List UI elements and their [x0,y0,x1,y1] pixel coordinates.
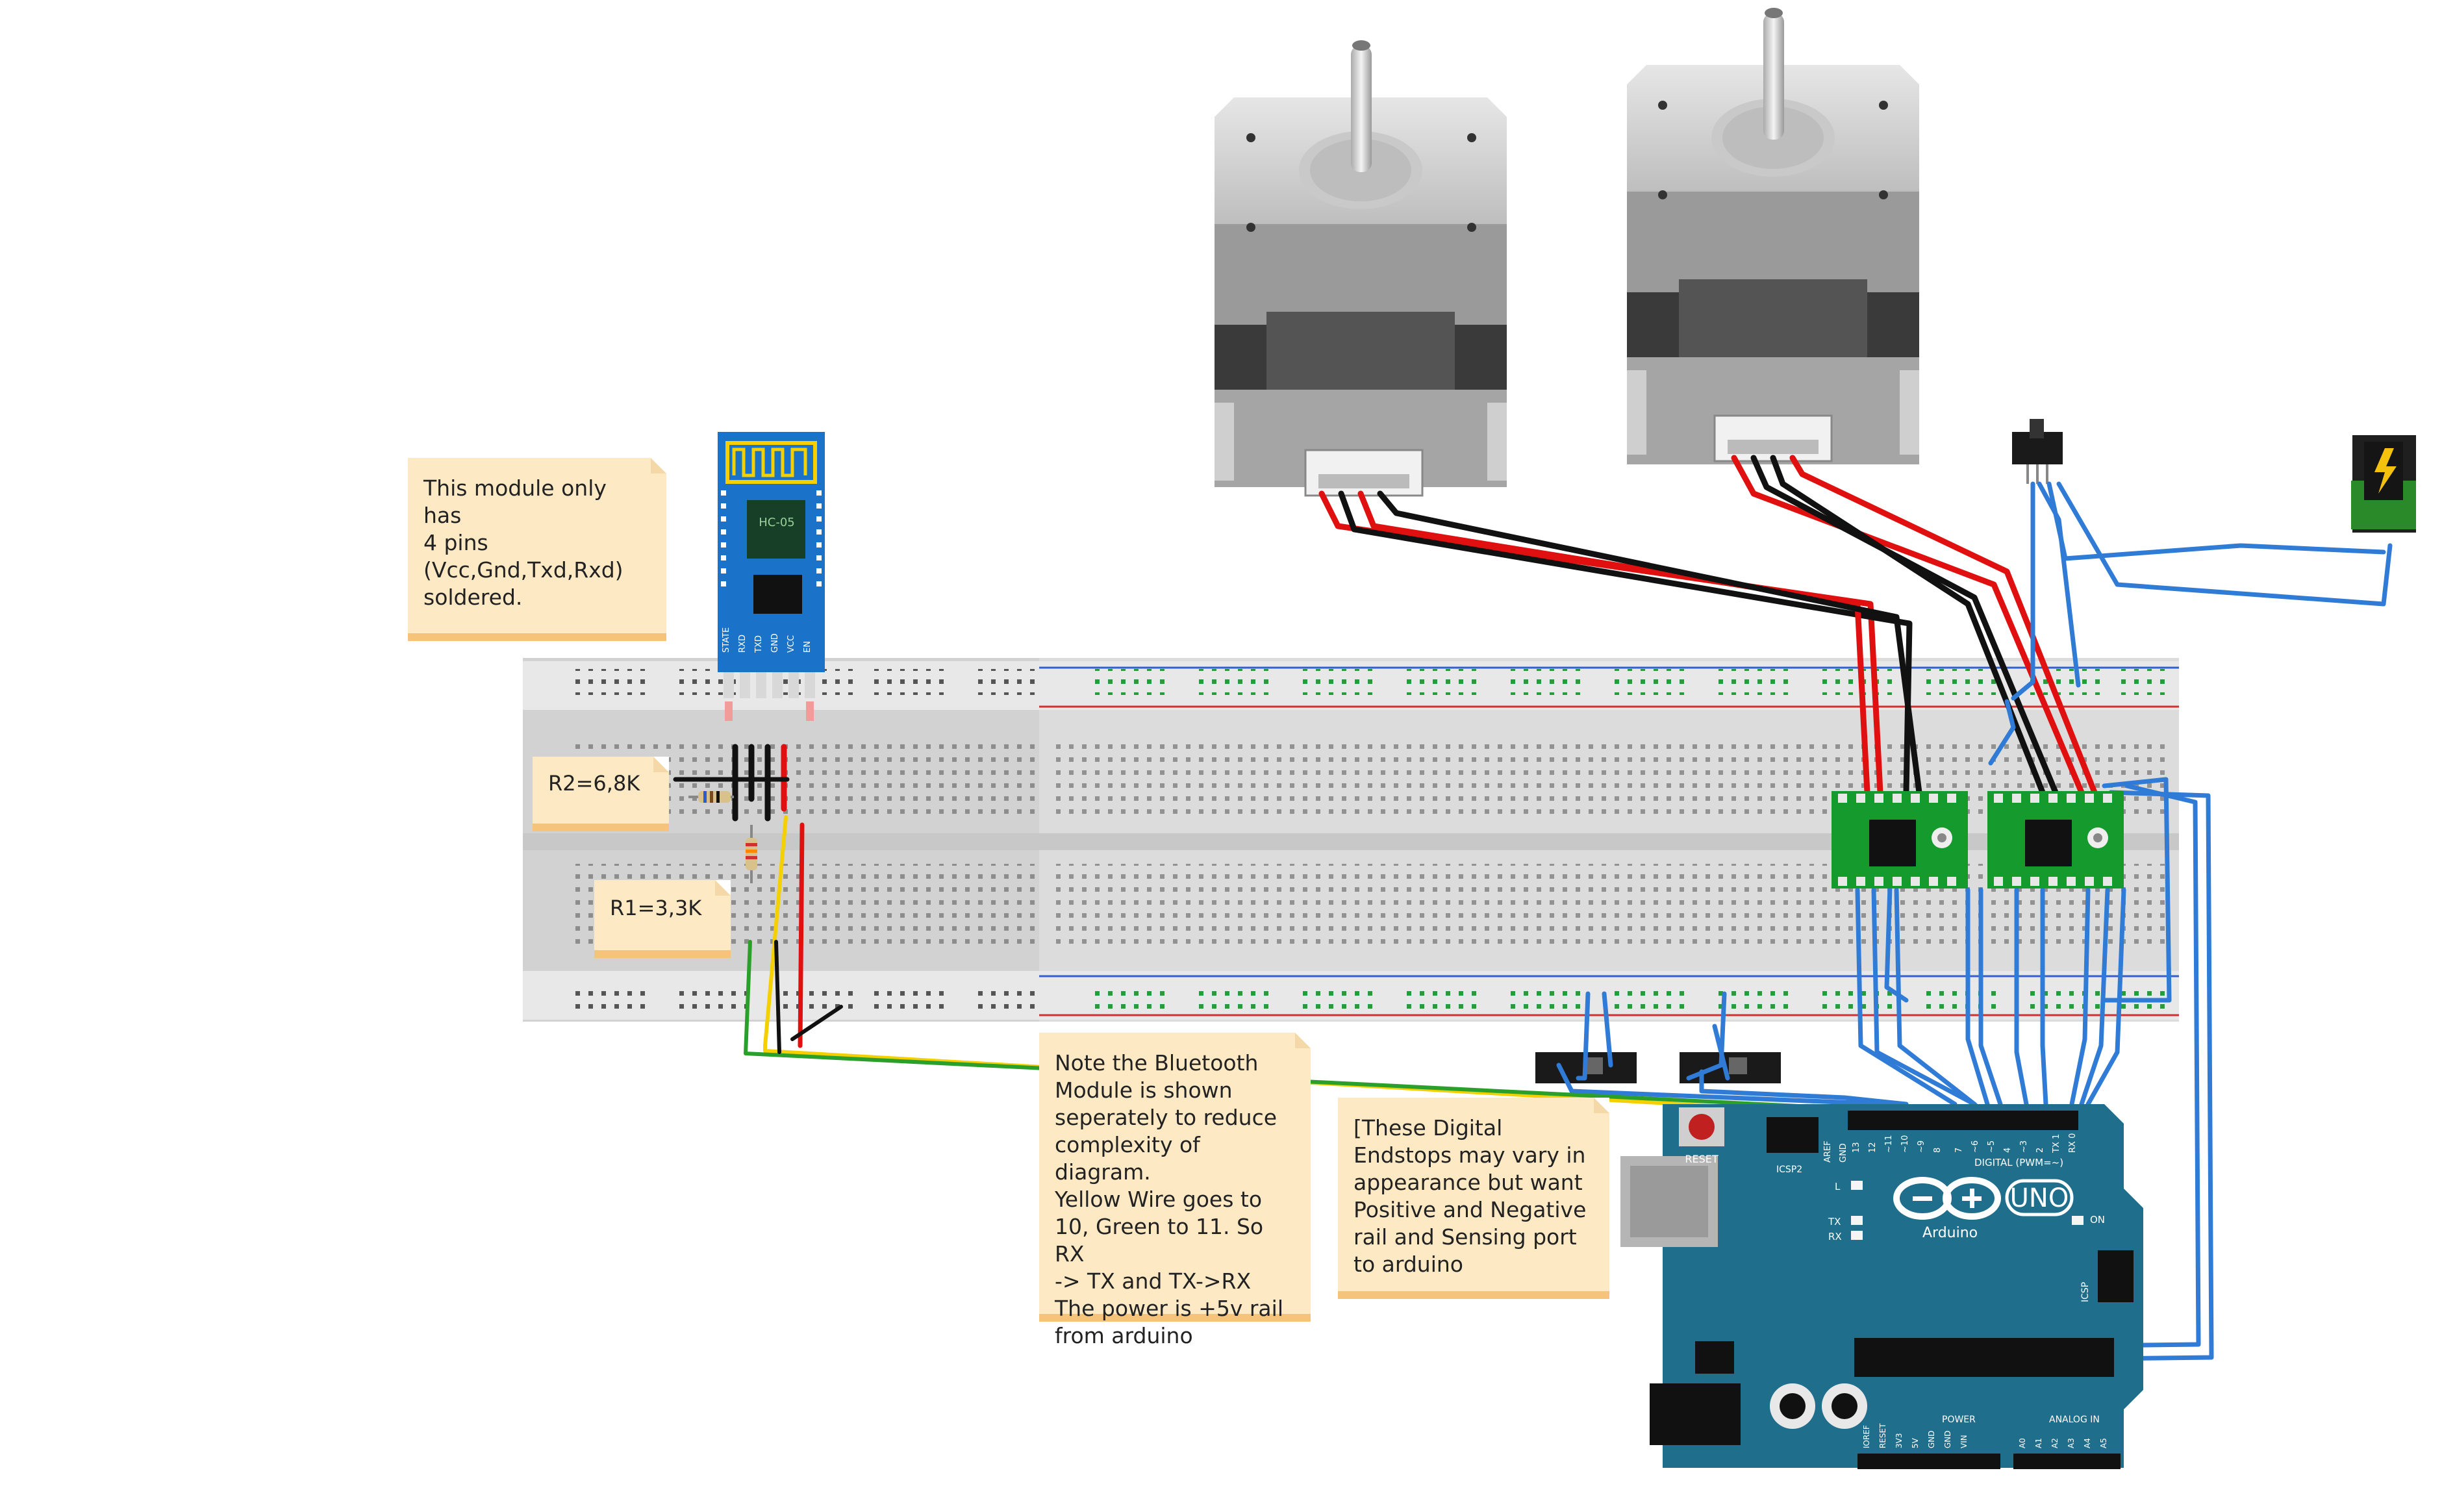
digital-pin-label: RX 0 [2068,1133,2078,1153]
power-switch [2012,419,2063,484]
note-bluetooth-wiring: Note the Bluetooth Module is shown seper… [1039,1033,1311,1348]
power-pin-label: 5V [1911,1437,1920,1448]
analog-pin-label: A4 [2083,1438,2092,1448]
digital-pin-label: 8 [1933,1148,1943,1153]
analog-header-label: ANALOG IN [2049,1415,2100,1425]
power-pin-label: VIN [1959,1435,1969,1448]
bluetooth-module: HC-05 STATE RXD TXD GND VCC EN [718,432,825,721]
bt-pin-label: TXD [754,635,764,653]
power-pin-label: GND [1943,1430,1952,1448]
note-bluetooth-pins-text: This module only has 4 pins (Vcc,Gnd,Txd… [423,475,623,610]
bt-pin-labels: STATE RXD TXD GND VCC EN [722,627,812,653]
icsp2-label: ICSP2 [1776,1165,1802,1175]
analog-pin-label: A3 [2067,1438,2076,1448]
power-header-label: POWER [1942,1415,1976,1425]
bt-pin-label: VCC [787,635,796,653]
digital-pin-label: 13 [1852,1142,1861,1153]
arduino-uno-logo: UNO [2010,1183,2069,1213]
note-endstops: [These Digital Endstops may vary in appe… [1338,1098,1609,1299]
label-r2-text: R2=6,8K [548,771,640,796]
bt-pin-label: GND [770,633,780,653]
digital-pin-label: ~10 [1900,1135,1910,1153]
digital-pin-label: ~11 [1884,1135,1894,1153]
digital-pin-label: 7 [1954,1148,1964,1153]
power-pin-label: 3V3 [1895,1433,1904,1448]
arduino-brand: Arduino [1922,1225,1978,1241]
power-pin-labels: IOREF RESET 3V3 5V GND GND VIN [1862,1423,1969,1448]
rx-led-label: RX [1828,1231,1842,1242]
dc-power-jack [2351,435,2416,533]
power-pin-label: RESET [1878,1423,1887,1448]
resistor-r1 [746,825,757,883]
bt-model-text: HC-05 [759,516,795,529]
reset-label: RESET [1685,1153,1718,1165]
power-pin-label: GND [1927,1430,1936,1448]
analog-pin-labels: A0 A1 A2 A3 A4 A5 [2018,1438,2108,1448]
analog-pin-label: A5 [2099,1438,2108,1448]
note-endstops-text: [These Digital Endstops may vary in appe… [1353,1115,1587,1277]
note-bluetooth-pins: This module only has 4 pins (Vcc,Gnd,Txd… [408,458,666,641]
resistor-r2 [688,791,734,803]
digital-pin-label: 4 [2003,1148,2013,1153]
icsp-label: ICSP [2080,1282,2091,1302]
stepper-motor-left [1215,40,1507,497]
digital-pin-label: ~9 [1917,1140,1926,1153]
digital-pin-label: ~3 [2019,1140,2029,1153]
arduino-uno: UNO Arduino RESET ICSP2 ICSP DIGITAL (PW… [1620,1104,2143,1469]
l-led-label: L [1835,1181,1841,1192]
digital-pin-label: ~6 [1970,1140,1980,1153]
analog-pin-label: A2 [2050,1438,2059,1448]
bt-pin-label: RXD [738,635,748,653]
gnd-label: GND [1839,1143,1848,1163]
stepper-driver-1 [1832,791,1968,888]
analog-pin-label: A0 [2018,1438,2027,1448]
bt-pin-label: STATE [722,627,731,653]
aref-label: AREF [1823,1140,1833,1163]
digital-pin-label: 12 [1868,1142,1878,1153]
label-r1-text: R1=3,3K [610,896,702,920]
endstop-2 [1680,1052,1781,1083]
label-r2: R2=6,8K [533,757,669,831]
tx-led-label: TX [1828,1216,1841,1228]
digital-pin-label: 2 [2035,1148,2045,1153]
digital-pin-label: TX 1 [2052,1134,2061,1153]
stepper-driver-2 [1987,791,2124,888]
stepper-motor-right [1627,8,1919,464]
on-led-label: ON [2090,1214,2105,1226]
digital-label: DIGITAL (PWM=~) [1974,1157,2063,1168]
label-r1: R1=3,3K [594,880,731,958]
power-pin-label: IOREF [1862,1425,1871,1448]
digital-pin-label: ~5 [1987,1140,1996,1153]
analog-pin-label: A1 [2034,1438,2043,1448]
note-bluetooth-wiring-text: Note the Bluetooth Module is shown seper… [1055,1050,1283,1348]
digital-pin-labels: 13 12 ~11 ~10 ~9 8 7 ~6 ~5 4 ~3 2 TX 1 R… [1852,1133,2078,1153]
bt-pin-label: EN [803,641,812,653]
